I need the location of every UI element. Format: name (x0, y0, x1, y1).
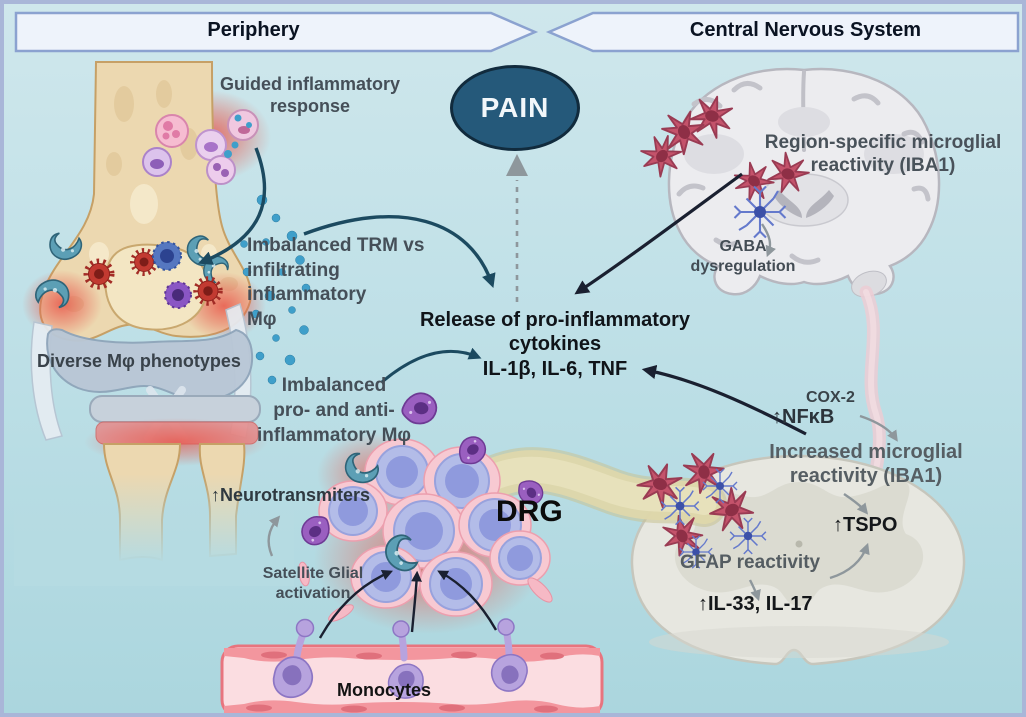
neurotransmitters-label: ↑Neurotransmiters (211, 485, 371, 505)
arrow-cells-to-joint (198, 147, 267, 265)
cox2-label: COX-2 (806, 389, 855, 406)
brain-illustration (634, 67, 941, 298)
diagram-artwork (14, 11, 1020, 713)
header-cns: Central Nervous System (689, 19, 922, 41)
arrow-brain-to-cytokines (574, 172, 743, 295)
gaba-label: GABA dysregulation (690, 238, 796, 275)
pain-node: PAIN (450, 65, 580, 151)
drg-illustration (296, 389, 553, 634)
cytokine-release-label: Release of pro-inflammatory cytokines IL… (419, 309, 691, 380)
imbalanced-trm-label: Imbalanced TRM vs infiltrating inflammat… (247, 235, 425, 331)
monocyte-cells (267, 618, 532, 703)
arrow-cns-to-cytokines (641, 364, 807, 436)
nfkb-label: ↑NFκB (772, 406, 835, 428)
diverse-phenotypes-label: Diverse Mφ phenotypes (37, 351, 241, 371)
arrow-macrophage-to-cytokines (381, 347, 482, 384)
purple-macrophage-cell (164, 281, 192, 309)
monocytes-label: Monocytes (337, 680, 432, 700)
header-ribbons (14, 11, 1020, 53)
arrow-gfap-to-tspo (829, 542, 870, 580)
il33-il17-label: ↑IL-33, IL-17 (698, 593, 813, 615)
satellite-glial-label: Satellite Glial activation (262, 565, 364, 602)
arrow-nfkb-to-increased (859, 414, 898, 442)
blood-vessel-illustration (220, 618, 604, 713)
periphery-ribbon (14, 11, 539, 53)
header-periphery: Periphery (207, 19, 300, 41)
cytokine-dots (240, 194, 311, 385)
cns-ribbon (545, 11, 1020, 53)
increased-microglial-label: Increased microglial reactivity (IBA1) (769, 441, 963, 488)
arrow-increased-to-tspo (843, 493, 869, 515)
arrows-monocytes-to-drg (318, 570, 498, 639)
dashed-arrowhead (506, 154, 528, 176)
blue-macrophage-cell (152, 241, 182, 271)
region-specific-label: Region-specific microglial reactivity (I… (764, 132, 1002, 177)
gfap-label: GFAP reactivity (680, 552, 821, 573)
guided-response-label: Guided inflammatory response (219, 74, 401, 116)
arrow-gfap-to-il33 (748, 579, 761, 602)
arrow-satellite-glial (267, 515, 281, 557)
arrow-trm-to-cytokines (303, 215, 496, 289)
immune-cell-cluster (142, 109, 311, 385)
tspo-label: ↑TSPO (833, 514, 898, 536)
knee-joint-illustration (14, 61, 294, 586)
drg-label: DRG (496, 495, 563, 528)
imbalanced-pro-anti-label: Imbalanced pro- and anti- inflammatory M… (256, 375, 411, 447)
arrow-gaba (761, 223, 776, 258)
